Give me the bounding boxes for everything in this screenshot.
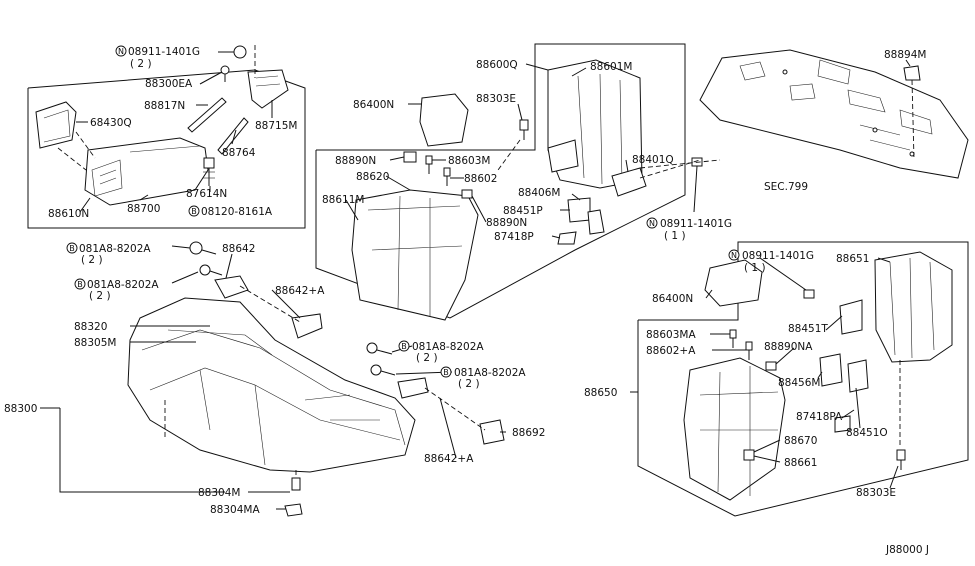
label-qty: ( 1 ) <box>744 262 766 274</box>
badge-nut: N <box>649 219 655 228</box>
label-88456M: 88456M <box>778 377 820 389</box>
label-88451T: 88451T <box>788 323 828 335</box>
label-08120-8161A: 08120-8161A <box>201 206 273 218</box>
label-88890N: 88890N <box>335 155 376 167</box>
label-88304M: 88304M <box>198 487 240 499</box>
label-88650: 88650 <box>584 387 617 399</box>
label-qty: ( 2 ) <box>416 352 438 364</box>
badge-bolt: B <box>443 368 449 377</box>
label-88890NA: 88890NA <box>764 341 813 353</box>
bracket-illustrations <box>189 241 505 445</box>
label-88303E: 88303E <box>476 93 516 105</box>
label-88642-A: 88642+A <box>424 453 474 465</box>
label-88610N: 88610N <box>48 208 89 220</box>
frame-armrest-group <box>27 69 306 229</box>
label-87418P: 87418P <box>494 231 534 243</box>
label-88601M: 88601M <box>590 61 632 73</box>
label-88894M: 88894M <box>884 49 926 61</box>
label-88320: 88320 <box>74 321 107 333</box>
label-86400N: 86400N <box>353 99 394 111</box>
label-081A8-8202A: 081A8-8202A <box>87 279 159 291</box>
seatback-right-illustration <box>683 251 953 501</box>
badge-bolt: B <box>77 280 83 289</box>
label-88304MA: 88304MA <box>210 504 260 516</box>
label-88651: 88651 <box>836 253 869 265</box>
diagram-code: J88000 J <box>885 544 929 556</box>
label-qty: ( 2 ) <box>130 58 152 70</box>
label-88620: 88620 <box>356 171 389 183</box>
badge-bolt: B <box>191 207 197 216</box>
label-88602-A: 88602+A <box>646 345 696 357</box>
label-88303E: 88303E <box>856 487 896 499</box>
label-qty: ( 2 ) <box>81 254 103 266</box>
label-88890N: 88890N <box>486 217 527 229</box>
label-88670: 88670 <box>784 435 817 447</box>
label-081A8-8202A: 081A8-8202A <box>412 341 484 353</box>
frame-cushion-group <box>59 408 225 493</box>
label-081A8-8202A: 081A8-8202A <box>454 367 526 379</box>
label-qty: ( 1 ) <box>664 230 686 242</box>
seatback-left-illustration <box>351 59 721 321</box>
label-88300EA: 88300EA <box>145 78 193 90</box>
label-86400N: 86400N <box>652 293 693 305</box>
label-88715M: 88715M <box>255 120 297 132</box>
label-88602: 88602 <box>464 173 497 185</box>
badges: N B B B N B B N <box>66 45 740 378</box>
parcel-shelf-illustration <box>699 49 969 179</box>
badge-nut: N <box>731 251 737 260</box>
badge-nut: N <box>118 47 124 56</box>
frame-seatback-right-group <box>637 241 969 517</box>
label-88603MA: 88603MA <box>646 329 696 341</box>
label-08911-1401G: 08911-1401G <box>660 218 732 230</box>
label-88661: 88661 <box>784 457 817 469</box>
label-88401Q: 88401Q <box>632 154 674 166</box>
label-88300: 88300 <box>4 403 37 415</box>
label-88692: 88692 <box>512 427 545 439</box>
label-68430Q: 68430Q <box>90 117 132 129</box>
label-88451P: 88451P <box>503 205 543 217</box>
label-88642-A: 88642+A <box>275 285 325 297</box>
label-88642: 88642 <box>222 243 255 255</box>
label-88600Q: 88600Q <box>476 59 518 71</box>
label-qty: ( 2 ) <box>89 290 111 302</box>
label-08911-1401G: 08911-1401G <box>128 46 200 58</box>
label-88611M: 88611M <box>322 194 364 206</box>
label-sec-799: SEC.799 <box>764 181 808 193</box>
badge-bolt: B <box>69 244 75 253</box>
part-labels: 08911-1401G ( 2 ) 88300EA 88817N 68430Q … <box>4 46 929 556</box>
badge-bolt: B <box>401 342 407 351</box>
label-88451O: 88451O <box>846 427 888 439</box>
label-08911-1401G: 08911-1401G <box>742 250 814 262</box>
label-88603M: 88603M <box>448 155 490 167</box>
label-87614N: 87614N <box>186 188 227 200</box>
label-88700: 88700 <box>127 203 160 215</box>
cushion-illustration <box>127 297 416 517</box>
label-88406M: 88406M <box>518 187 560 199</box>
label-081A8-8202A: 081A8-8202A <box>79 243 151 255</box>
label-87418PA: 87418PA <box>796 411 843 423</box>
label-88305M: 88305M <box>74 337 116 349</box>
label-88764: 88764 <box>222 147 256 159</box>
armrest-illustration <box>35 45 289 206</box>
label-88817N: 88817N <box>144 100 185 112</box>
label-qty: ( 2 ) <box>458 378 480 390</box>
